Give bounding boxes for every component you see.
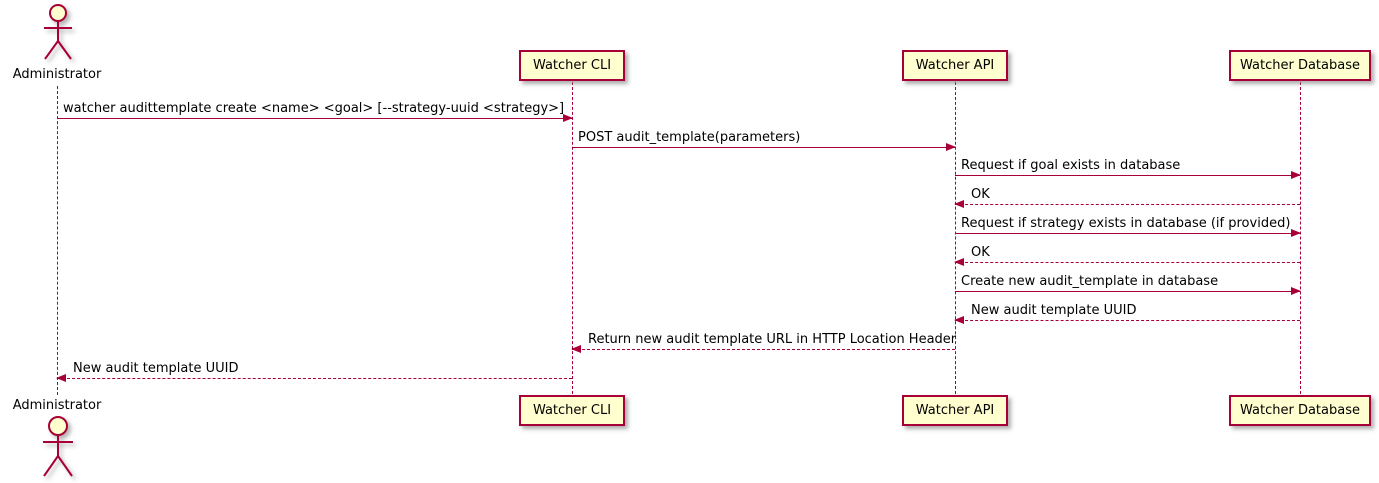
actor-icon xyxy=(44,4,72,60)
message-6: OK xyxy=(954,245,1300,266)
participant-label: Watcher Database xyxy=(1240,403,1360,418)
message-text: watcher audittemplate create <name> <goa… xyxy=(63,101,565,116)
message-text: Request if strategy exists in database (… xyxy=(961,216,1291,231)
message-text: Create new audit_template in database xyxy=(961,274,1219,289)
arrow-right xyxy=(955,229,1301,237)
message-4: OK xyxy=(954,187,1300,208)
message-3: Request if goal exists in database xyxy=(955,158,1301,179)
message-7: Create new audit_template in database xyxy=(955,274,1301,295)
participant-label: Watcher CLI xyxy=(532,403,612,418)
actor-label-bottom: Administrator xyxy=(12,398,102,413)
message-text: Request if goal exists in database xyxy=(961,158,1181,173)
lifeline-watcher-api xyxy=(955,82,956,394)
arrow-right xyxy=(955,287,1301,295)
arrow-right xyxy=(955,171,1301,179)
message-2: POST audit_template(parameters) xyxy=(572,130,956,151)
participant-watcher-api-top: Watcher API xyxy=(902,50,1008,81)
message-text: OK xyxy=(971,245,990,260)
participant-label: Watcher CLI xyxy=(532,58,612,73)
participant-watcher-cli-top: Watcher CLI xyxy=(519,50,625,81)
actor-label-top: Administrator xyxy=(12,67,102,82)
actor-icon xyxy=(43,416,73,477)
participant-watcher-database-bottom: Watcher Database xyxy=(1229,395,1371,426)
message-text: New audit template UUID xyxy=(73,361,239,376)
participant-watcher-database-top: Watcher Database xyxy=(1229,50,1371,81)
message-8: New audit template UUID xyxy=(954,303,1300,324)
participant-watcher-api-bottom: Watcher API xyxy=(902,395,1008,426)
message-text: Return new audit template URL in HTTP Lo… xyxy=(588,332,957,347)
arrow-left xyxy=(954,316,1300,324)
message-5: Request if strategy exists in database (… xyxy=(955,216,1301,237)
lifeline-watcher-database xyxy=(1300,82,1301,394)
arrow-right xyxy=(57,114,573,122)
arrow-left xyxy=(56,374,572,382)
message-10: New audit template UUID xyxy=(56,361,572,382)
lifeline-watcher-cli xyxy=(572,82,573,394)
message-1: watcher audittemplate create <name> <goa… xyxy=(57,101,573,122)
participant-label: Watcher API xyxy=(915,403,995,418)
arrow-right xyxy=(572,143,956,151)
participant-label: Watcher API xyxy=(915,58,995,73)
message-text: New audit template UUID xyxy=(971,303,1137,318)
message-text: POST audit_template(parameters) xyxy=(578,130,801,145)
participant-label: Watcher Database xyxy=(1240,58,1360,73)
arrow-left xyxy=(954,200,1300,208)
message-text: OK xyxy=(971,187,990,202)
arrow-left xyxy=(571,345,955,353)
participant-watcher-cli-bottom: Watcher CLI xyxy=(519,395,625,426)
message-9: Return new audit template URL in HTTP Lo… xyxy=(571,332,957,353)
lifeline-administrator xyxy=(57,86,58,395)
arrow-left xyxy=(954,258,1300,266)
